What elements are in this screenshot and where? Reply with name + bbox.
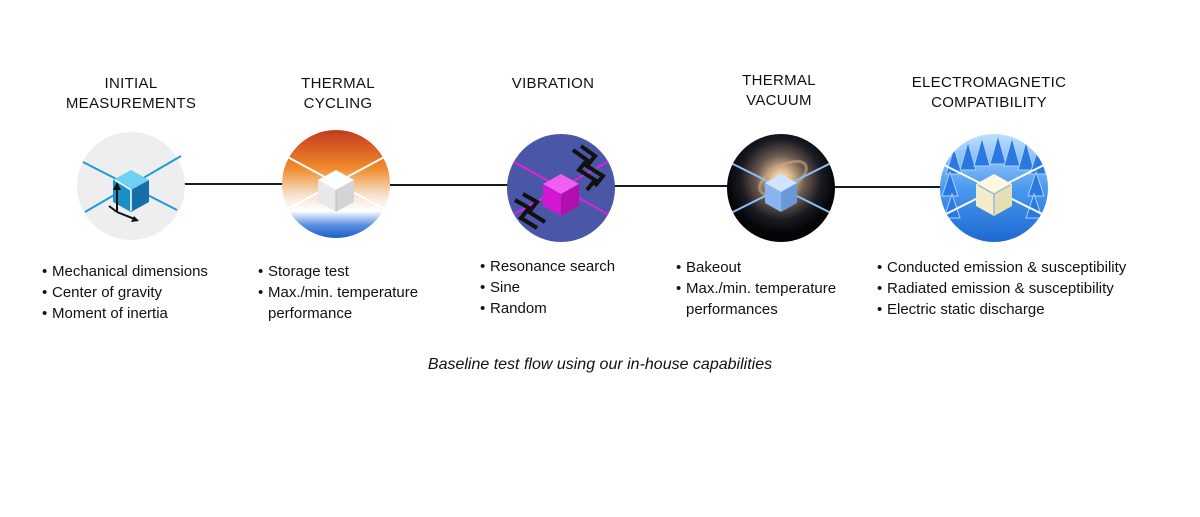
list-item-text: Center of gravity <box>52 284 163 301</box>
list-item-text: Resonance search <box>490 258 616 275</box>
list-item: Resonance search <box>480 256 615 277</box>
list-item-text: Moment of inertia <box>52 305 168 322</box>
list-item-text: Random <box>490 300 547 317</box>
list-item-text: Sine <box>490 279 521 296</box>
list-item: Sine <box>480 277 615 298</box>
list-item-text: Conducted emission & susceptibility <box>887 259 1127 276</box>
connector-line <box>612 185 732 187</box>
stage-bullet-list: Storage test Max./min. temperature perfor… <box>258 261 418 324</box>
list-item-text: Max./min. temperature <box>686 280 837 297</box>
list-item-text: Storage test <box>268 263 349 280</box>
list-item-text: Mechanical dimensions <box>52 263 208 280</box>
connector-line <box>390 184 510 186</box>
stage-title-line: VIBRATION <box>511 75 595 92</box>
list-item: Storage test <box>258 261 418 282</box>
list-item: Conducted emission & susceptibility <box>877 257 1126 278</box>
list-item: Center of gravity <box>42 282 208 303</box>
list-item: Radiated emission & susceptibility <box>877 278 1126 299</box>
stage-bullet-list: Mechanical dimensions Center of gravity … <box>42 261 208 324</box>
list-item: Random <box>480 298 615 319</box>
stage-title: THERMAL CYCLING <box>238 74 438 114</box>
list-item-text: Electric static discharge <box>887 301 1045 318</box>
list-item-text: Max./min. temperature <box>268 284 419 301</box>
stage-bullet-list: Bakeout Max./min. temperature performance… <box>676 257 836 320</box>
stage-title-line: ELECTROMAGNETIC <box>911 74 1067 91</box>
emc-chamber-cube-icon <box>940 134 1048 242</box>
stage-bullet-list: Resonance search Sine Random <box>480 256 615 319</box>
list-item: Max./min. temperature performance <box>258 282 418 324</box>
list-item-text: Bakeout <box>686 259 742 276</box>
list-item: Mechanical dimensions <box>42 261 208 282</box>
stage-title-line: INITIAL <box>104 75 158 92</box>
stage-title-line: THERMAL <box>301 75 375 92</box>
diagram-caption: Baseline test flow using our in-house ca… <box>427 356 773 373</box>
stage-title: THERMAL VACUUM <box>679 71 879 111</box>
list-item: Bakeout <box>676 257 836 278</box>
list-item-text: Radiated emission & susceptibility <box>887 280 1114 297</box>
list-item: Moment of inertia <box>42 303 208 324</box>
measurement-cube-icon <box>77 132 185 240</box>
stage-title-line: COMPATIBILITY <box>931 94 1047 111</box>
stage-title: VIBRATION <box>453 74 653 94</box>
stage-title-line: VACUUM <box>746 92 812 109</box>
stage-title-line: CYCLING <box>303 95 373 112</box>
list-item: Max./min. temperature performances <box>676 278 836 320</box>
stage-title-line: THERMAL <box>742 72 816 89</box>
stage-title-line: MEASUREMENTS <box>65 95 197 112</box>
stage-bullet-list: Conducted emission & susceptibility Radi… <box>877 257 1126 320</box>
vibration-cube-icon <box>507 134 615 242</box>
thermal-cycling-cube-icon <box>282 130 390 238</box>
list-item-text: performances <box>686 301 778 318</box>
stage-title: INITIAL MEASUREMENTS <box>31 74 231 114</box>
stage-title: ELECTROMAGNETIC COMPATIBILITY <box>889 73 1089 113</box>
list-item-text: performance <box>268 305 353 322</box>
thermal-vacuum-cube-icon <box>727 134 835 242</box>
connector-line <box>183 183 286 185</box>
list-item: Electric static discharge <box>877 299 1126 320</box>
connector-line <box>834 186 942 188</box>
